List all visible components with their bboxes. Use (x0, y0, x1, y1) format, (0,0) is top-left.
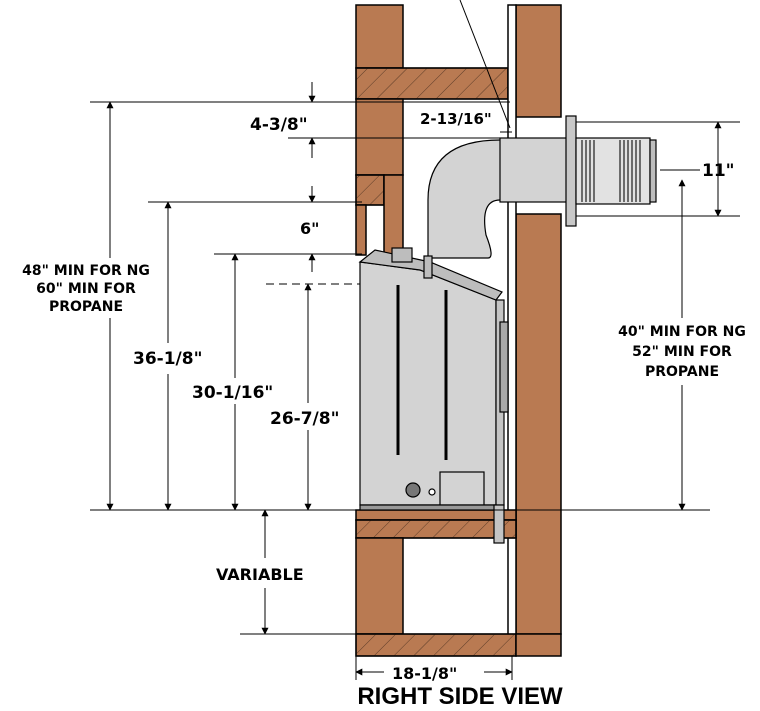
dim-variable: VARIABLE (216, 565, 304, 584)
outer-wall-upper (515, 4, 562, 118)
top-fitting (391, 247, 413, 263)
outer-wall-lower (515, 213, 562, 635)
right-note-line-2: 52" MIN FOR (632, 344, 732, 360)
dim-30-1-16: 30-1/16" (192, 383, 273, 403)
leader-top (459, 0, 511, 129)
right-note-line-1: 40" MIN FOR NG (618, 324, 746, 340)
control-knob (405, 482, 421, 498)
base-rail (359, 504, 497, 511)
dim-6: 6" (300, 219, 319, 238)
bottom-plate-hatch (355, 633, 517, 657)
dim-36-1-8: 36-1/8" (133, 349, 202, 369)
right-note-line-3: PROPANE (645, 364, 719, 380)
fireplace-unit (358, 115, 657, 544)
sheathing-right (507, 4, 517, 636)
vent-cap-ribs (581, 140, 641, 202)
header-top-hatch (355, 67, 509, 100)
base-leg-right (493, 504, 505, 544)
stud-lower-left (355, 537, 404, 635)
vent-cap-end (649, 139, 657, 203)
control-knob-small (428, 488, 436, 496)
wall-framing (355, 4, 562, 657)
firebox-front-trim (499, 321, 509, 413)
dim-4-3-8: 4-3/8" (250, 115, 308, 135)
dim-26-7-8: 26-7/8" (270, 409, 339, 429)
floor-plate (355, 509, 517, 521)
vent-elbow (427, 139, 517, 259)
dimension-lines (90, 0, 740, 680)
dim-18-1-8: 18-1/8" (392, 664, 457, 683)
control-box (439, 471, 485, 506)
vent-cap (575, 137, 651, 205)
view-title: RIGHT SIDE VIEW (357, 683, 563, 710)
floor-joist-hatch (355, 519, 517, 539)
left-note-line-3: PROPANE (49, 299, 123, 315)
stud-left-side (355, 204, 367, 256)
top-bracket (423, 255, 433, 279)
dim-2-13-16: 2-13/16" (420, 110, 492, 128)
dimension-labels: 4-3/8" 2-13/16" 11" 6" 36-1/8" 30-1/16" … (22, 110, 746, 683)
left-note-line-1: 48" MIN FOR NG (22, 263, 150, 279)
bottom-plate-right (515, 633, 562, 657)
stud-left-upper (355, 4, 404, 69)
termination-flange (565, 115, 577, 227)
vent-pipe-horizontal (499, 137, 571, 203)
firebox-body (359, 261, 497, 506)
stud-left-mid (355, 98, 404, 176)
stud-left-lower (383, 174, 404, 256)
left-note-line-2: 60" MIN FOR (36, 281, 136, 297)
dim-11: 11" (702, 161, 735, 181)
blocking-small-hatch (355, 174, 385, 206)
